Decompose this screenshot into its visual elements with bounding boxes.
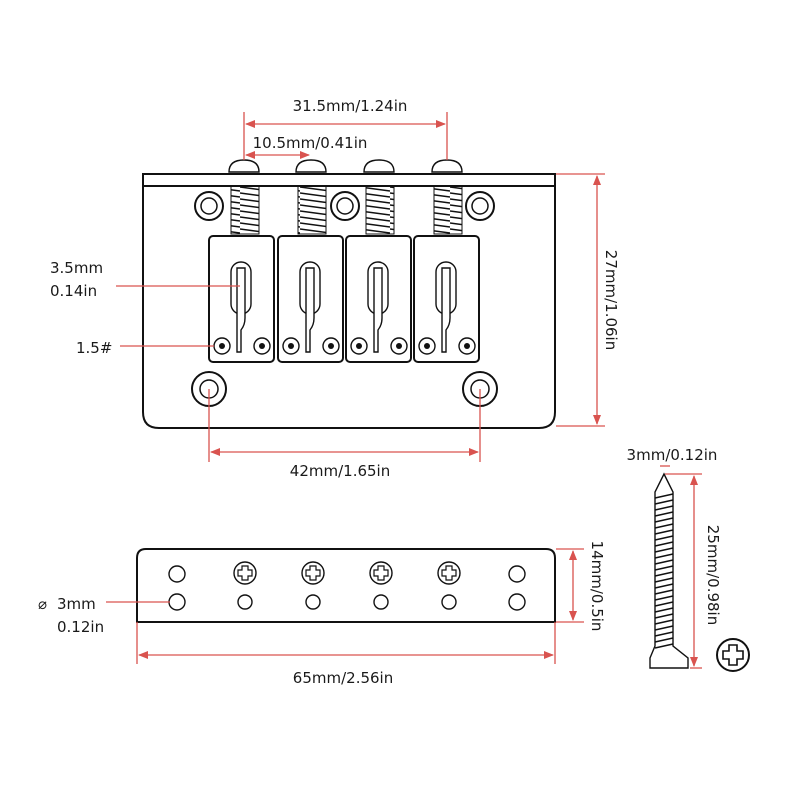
side-block — [136, 548, 556, 623]
screw-head-3 — [363, 159, 395, 173]
thread-line — [654, 517, 674, 523]
thread-line — [654, 601, 674, 607]
saddles — [208, 235, 480, 363]
bridge-top-view — [142, 159, 556, 429]
side-top-holes — [168, 565, 526, 583]
saddle-1 — [208, 235, 275, 363]
label-slot-width-mm: 3.5mm — [50, 259, 103, 277]
dim-saddle-spacing-adjacent: 10.5mm/0.41in — [245, 134, 368, 159]
phillips-screw-icon — [233, 561, 257, 585]
thread-line — [654, 631, 674, 637]
mounting-screw — [649, 472, 689, 669]
spring-1 — [230, 185, 260, 235]
screw-head-top-icon — [716, 638, 750, 672]
dim-saddle-spacing-outer: 31.5mm/1.24in — [243, 97, 448, 160]
label-mount-hole-spacing: 42mm/1.65in — [290, 462, 390, 480]
saddle-2 — [277, 235, 344, 363]
label-block-width: 65mm/2.56in — [293, 669, 393, 687]
label-screw-length: 25mm/0.98in — [704, 525, 722, 625]
intonation-springs — [230, 185, 463, 235]
saddle-3 — [345, 235, 412, 363]
bridge-side-view — [136, 548, 556, 623]
screw-threads — [654, 493, 674, 649]
bridge-rear-lip — [142, 173, 556, 187]
upper-holes — [194, 191, 495, 221]
thread-line — [654, 493, 674, 499]
thread-line — [654, 625, 674, 631]
phillips-screw-icon — [437, 561, 461, 585]
callout-slot-width: 3.5mm 0.14in — [50, 259, 240, 300]
label-plate-height: 27mm/1.06in — [602, 250, 620, 350]
callout-block-hole: ⌀ 3mm 0.12in — [38, 595, 170, 636]
intonation-screw-heads — [228, 159, 463, 173]
phillips-screw-icon — [301, 561, 325, 585]
thread-line — [654, 553, 674, 559]
label-block-height: 14mm/0.5in — [588, 541, 606, 632]
screw-head-1 — [228, 159, 260, 173]
dim-plate-height: 27mm/1.06in — [556, 173, 620, 427]
thread-line — [654, 529, 674, 535]
dim-screw-length: 25mm/0.98in — [665, 473, 722, 669]
thread-line — [654, 565, 674, 571]
thread-line — [654, 607, 674, 613]
callout-intonation-screw: 1.5# — [76, 339, 214, 357]
spring-4 — [433, 185, 463, 235]
thread-line — [654, 511, 674, 517]
saddle-4 — [413, 235, 480, 363]
label-saddle-spacing-outer: 31.5mm/1.24in — [293, 97, 408, 115]
spring-3 — [365, 185, 395, 235]
thread-line — [654, 541, 674, 547]
thread-line — [654, 643, 674, 649]
thread-line — [654, 559, 674, 565]
thread-line — [654, 535, 674, 541]
thread-line — [654, 613, 674, 619]
thread-line — [654, 523, 674, 529]
label-slot-width-in: 0.14in — [50, 282, 97, 300]
label-block-hole-in: 0.12in — [57, 618, 104, 636]
thread-line — [654, 547, 674, 553]
dim-block-height: 14mm/0.5in — [556, 541, 606, 632]
thread-line — [654, 571, 674, 577]
screw-head-2 — [295, 159, 327, 173]
label-screw-diameter: 3mm/0.12in — [627, 446, 718, 464]
phillips-screw-icon — [369, 561, 393, 585]
phillips-screws — [233, 561, 461, 585]
thread-line — [654, 589, 674, 595]
dim-block-width: 65mm/2.56in — [136, 622, 556, 687]
dim-mount-hole-spacing: 42mm/1.65in — [208, 389, 481, 480]
label-saddle-spacing-adjacent: 10.5mm/0.41in — [253, 134, 368, 152]
label-intonation-screw: 1.5# — [76, 339, 112, 357]
label-block-hole-mm: 3mm — [57, 595, 96, 613]
thread-line — [654, 499, 674, 505]
screw-head-4 — [431, 159, 463, 173]
diameter-symbol: ⌀ — [38, 595, 47, 613]
thread-line — [654, 583, 674, 589]
thread-line — [654, 619, 674, 625]
spring-2 — [297, 185, 327, 235]
thread-line — [654, 505, 674, 511]
dim-screw-diameter: 3mm/0.12in — [627, 446, 718, 467]
screw-body — [649, 472, 689, 669]
thread-line — [654, 637, 674, 643]
thread-line — [654, 595, 674, 601]
thread-line — [654, 577, 674, 583]
